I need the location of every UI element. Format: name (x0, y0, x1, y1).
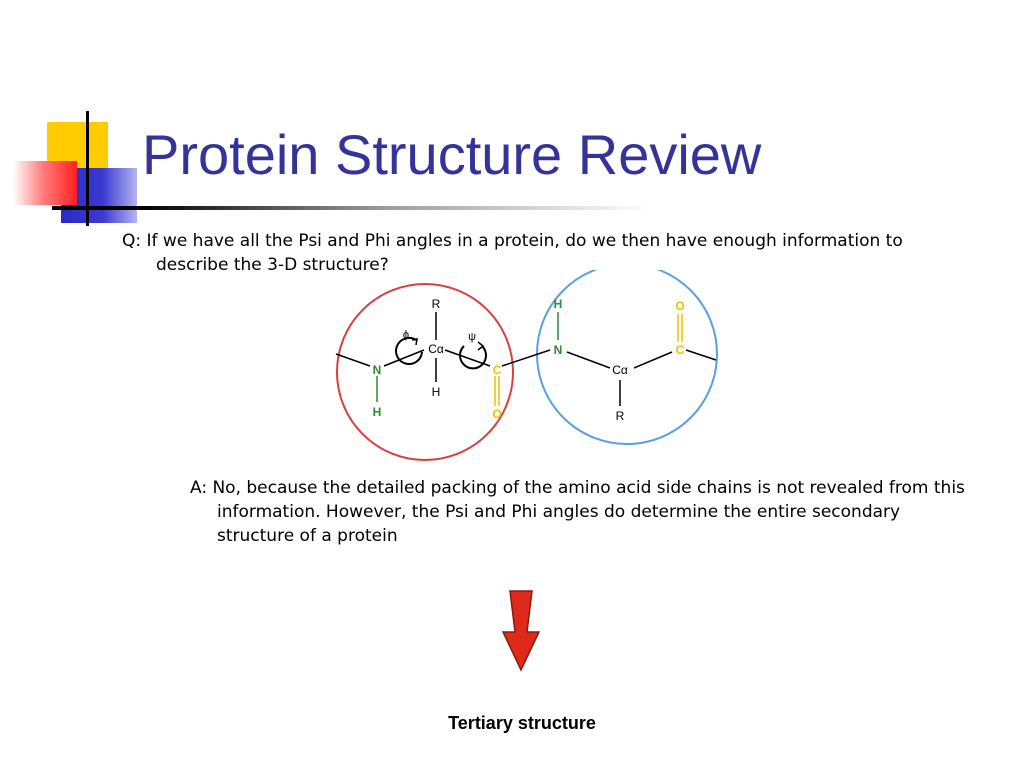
down-arrow-icon (501, 590, 541, 672)
left-nh-label: H (373, 405, 382, 419)
phi-label: ϕ (403, 329, 409, 341)
tertiary-structure-caption: Tertiary structure (448, 713, 596, 733)
right-ca-label: Cα (612, 363, 628, 377)
left-h-label: H (432, 385, 441, 399)
right-n-label: N (554, 343, 563, 357)
decor-red-square (13, 161, 77, 205)
left-residue-circle (336, 283, 514, 461)
psi-label: ψ (468, 331, 476, 343)
decor-vertical-line (86, 111, 89, 226)
right-h-label: H (554, 297, 563, 311)
slide-title: Protein Structure Review (142, 123, 762, 186)
left-o-label: O (492, 407, 501, 421)
answer-text: A: No, because the detailed packing of t… (190, 478, 965, 546)
phi-rotation-icon (395, 337, 423, 365)
left-n-label: N (373, 363, 382, 377)
right-residue-circle (536, 270, 718, 445)
left-c-label: C (493, 363, 502, 377)
psi-rotation-icon (459, 345, 487, 370)
peptide-diagram: R Cα H ϕ ψ N H C O H N Cα R C O (335, 270, 718, 461)
left-ca-label: Cα (428, 342, 444, 356)
left-r-label: R (432, 297, 441, 311)
title-underline (52, 206, 652, 210)
right-c-label: C (676, 343, 685, 357)
question-text: Q: If we have all the Psi and Phi angles… (122, 231, 903, 275)
right-o-label: O (675, 299, 684, 313)
right-r-label: R (616, 409, 625, 423)
